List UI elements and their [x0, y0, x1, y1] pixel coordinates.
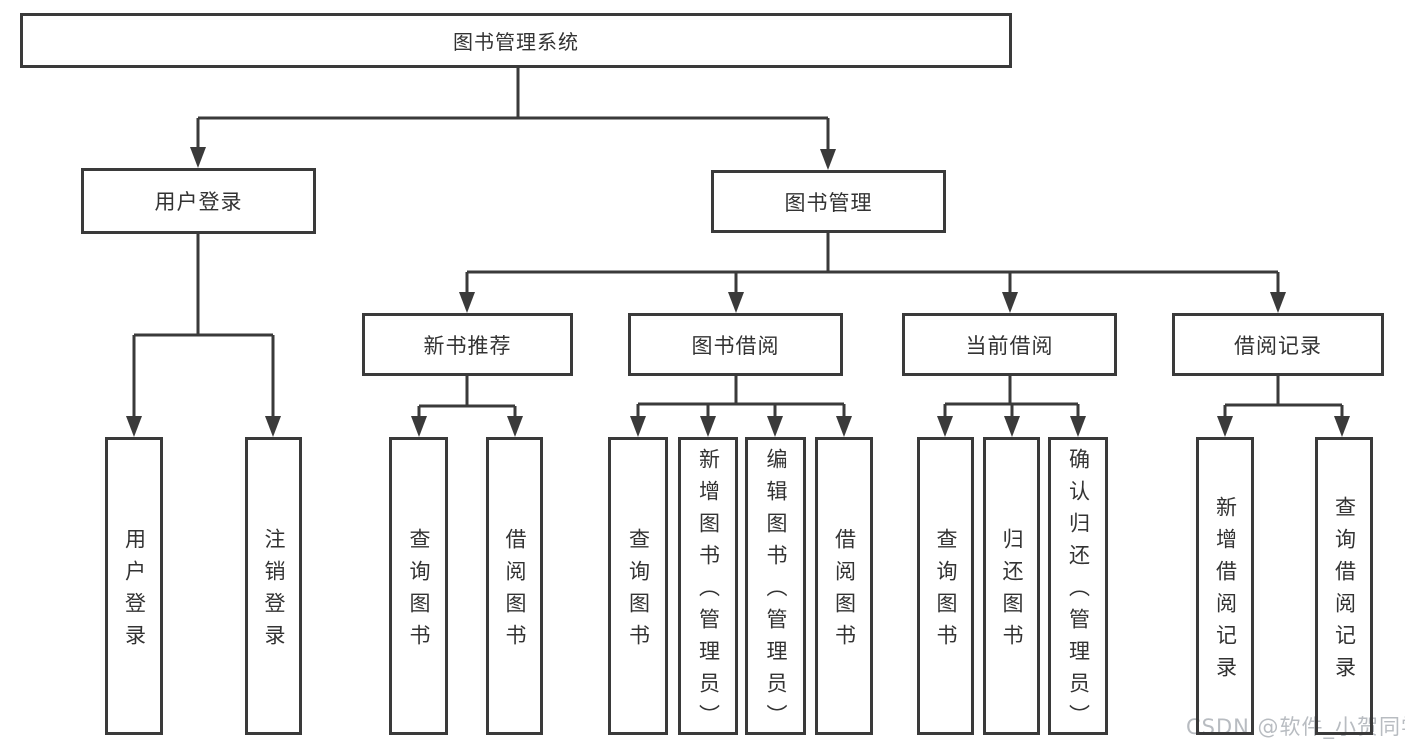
leaf-add-borrow-record: 新增借阅记录 [1196, 437, 1254, 735]
node-new-book-recommend: 新书推荐 [362, 313, 573, 376]
leaf-recommend-borrow-book-label: 借阅图书 [503, 527, 527, 656]
node-current-borrow-label: 当前借阅 [965, 333, 1054, 358]
leaf-logout-label: 注销登录 [262, 527, 286, 656]
node-new-book-recommend-label: 新书推荐 [423, 333, 512, 358]
leaf-recommend-query-book-label: 查询图书 [407, 527, 431, 656]
leaf-return-book: 归还图书 [983, 437, 1040, 735]
leaf-add-borrow-record-label: 新增借阅记录 [1213, 495, 1238, 688]
watermark: CSDN @软件_小贺同学 [1186, 715, 1405, 739]
node-borrow-record: 借阅记录 [1172, 313, 1384, 376]
leaf-current-query-book: 查询图书 [917, 437, 974, 735]
leaf-add-book-admin: 新增图书（管理员） [678, 437, 738, 736]
leaf-recommend-borrow-book: 借阅图书 [486, 437, 543, 735]
leaf-current-query-book-label: 查询图书 [934, 527, 958, 656]
node-book-management-label: 图书管理 [784, 190, 873, 215]
node-library-system: 图书管理系统 [20, 13, 1012, 68]
leaf-query-borrow-record: 查询借阅记录 [1315, 437, 1373, 735]
node-borrow-record-label: 借阅记录 [1234, 333, 1322, 358]
leaf-return-book-label: 归还图书 [1000, 527, 1024, 656]
leaf-user-login-label: 用户登录 [122, 527, 147, 656]
node-book-management: 图书管理 [711, 170, 946, 233]
node-user-login-label: 用户登录 [154, 190, 243, 214]
leaf-user-login: 用户登录 [105, 437, 163, 735]
node-book-borrow-label: 图书借阅 [691, 333, 780, 358]
leaf-borrow-query-book-label: 查询图书 [626, 527, 651, 656]
node-book-borrow: 图书借阅 [628, 313, 843, 376]
leaf-recommend-query-book: 查询图书 [389, 437, 448, 735]
leaf-edit-book-admin: 编辑图书（管理员） [745, 437, 806, 736]
node-user-login: 用户登录 [81, 168, 316, 234]
node-current-borrow: 当前借阅 [902, 313, 1117, 376]
leaf-logout: 注销登录 [245, 437, 302, 735]
leaf-add-book-admin-label: 新增图书（管理员） [696, 447, 721, 736]
leaf-confirm-return-admin-label: 确认归还（管理员） [1066, 447, 1091, 736]
leaf-confirm-return-admin: 确认归还（管理员） [1048, 437, 1108, 736]
leaf-query-borrow-record-label: 查询借阅记录 [1332, 495, 1357, 688]
leaf-edit-book-admin-label: 编辑图书（管理员） [764, 447, 788, 736]
leaf-borrow-query-book: 查询图书 [608, 437, 668, 735]
node-library-system-label: 图书管理系统 [453, 30, 579, 54]
leaf-borrow-book: 借阅图书 [815, 437, 873, 735]
leaf-borrow-book-label: 借阅图书 [832, 527, 857, 656]
